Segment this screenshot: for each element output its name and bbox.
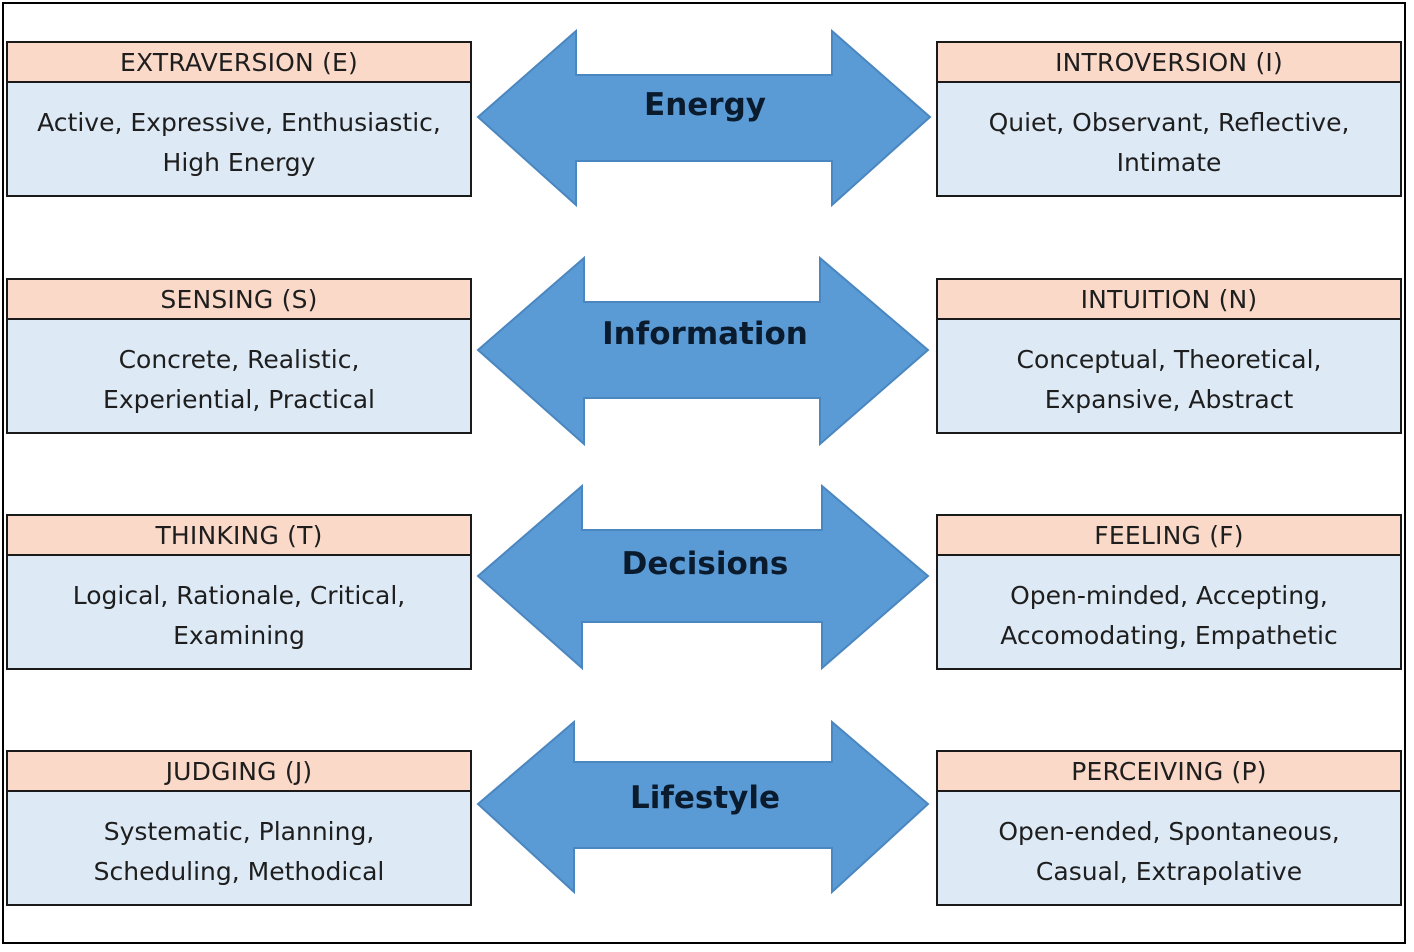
double-arrow-icon [476,256,930,446]
trait-line: Open-ended, Spontaneous, [998,817,1340,846]
trait-line: High Energy [162,148,316,177]
card-title: THINKING (T) [8,516,470,556]
card-traits: Concrete, Realistic, Experiential, Pract… [8,320,470,432]
trait-line: Conceptual, Theoretical, [1016,345,1322,374]
card-title: INTUITION (N) [938,280,1400,320]
card-title: PERCEIVING (P) [938,752,1400,792]
trait-line: Examining [173,621,305,650]
trait-line: Logical, Rationale, Critical, [72,581,406,610]
trait-line: Intimate [1116,148,1222,177]
card-title: JUDGING (J) [8,752,470,792]
card-perceiving: PERCEIVING (P) Open-ended, Spontaneous, … [936,750,1402,906]
dimension-label: Energy [644,87,766,123]
card-title: INTROVERSION (I) [938,43,1400,83]
card-traits: Systematic, Planning, Scheduling, Method… [8,792,470,904]
card-thinking: THINKING (T) Logical, Rationale, Critica… [6,514,472,670]
dimension-label: Decisions [621,546,789,582]
card-traits: Open-ended, Spontaneous, Casual, Extrapo… [938,792,1400,904]
card-traits: Conceptual, Theoretical, Expansive, Abst… [938,320,1400,432]
card-traits: Active, Expressive, Enthusiastic, High E… [8,83,470,195]
double-arrow-icon [476,29,932,208]
card-traits: Logical, Rationale, Critical, Examining [8,556,470,668]
card-judging: JUDGING (J) Systematic, Planning, Schedu… [6,750,472,906]
trait-line: Casual, Extrapolative [1035,857,1303,886]
trait-line: Quiet, Observant, Reflective, [988,108,1350,137]
trait-line: Concrete, Realistic, [118,345,360,374]
trait-line: Scheduling, Methodical [93,857,385,886]
card-title: SENSING (S) [8,280,470,320]
card-traits: Quiet, Observant, Reflective, Intimate [938,83,1400,195]
dimension-label: Information [602,316,808,352]
double-arrow-icon [476,720,930,895]
double-arrow-icon [476,484,930,671]
card-introversion: INTROVERSION (I) Quiet, Observant, Refle… [936,41,1402,197]
double-arrow-lifestyle: Lifestyle [476,720,934,900]
trait-line: Experiential, Practical [103,385,375,414]
card-traits: Open-minded, Accepting, Accomodating, Em… [938,556,1400,668]
card-title: FEELING (F) [938,516,1400,556]
trait-line: Systematic, Planning, [103,817,375,846]
trait-line: Expansive, Abstract [1044,385,1294,414]
trait-line: Open-minded, Accepting, [1010,581,1328,610]
dimension-label: Lifestyle [629,780,781,816]
card-feeling: FEELING (F) Open-minded, Accepting, Acco… [936,514,1402,670]
card-sensing: SENSING (S) Concrete, Realistic, Experie… [6,278,472,434]
double-arrow-energy: Energy [476,29,934,209]
trait-line: Active, Expressive, Enthusiastic, [37,108,441,137]
trait-line: Accomodating, Empathetic [1000,621,1338,650]
double-arrow-decisions: Decisions [476,484,934,671]
card-extraversion: EXTRAVERSION (E) Active, Expressive, Ent… [6,41,472,197]
double-arrow-information: Information [476,256,934,446]
card-intuition: INTUITION (N) Conceptual, Theoretical, E… [936,278,1402,434]
card-title: EXTRAVERSION (E) [8,43,470,83]
